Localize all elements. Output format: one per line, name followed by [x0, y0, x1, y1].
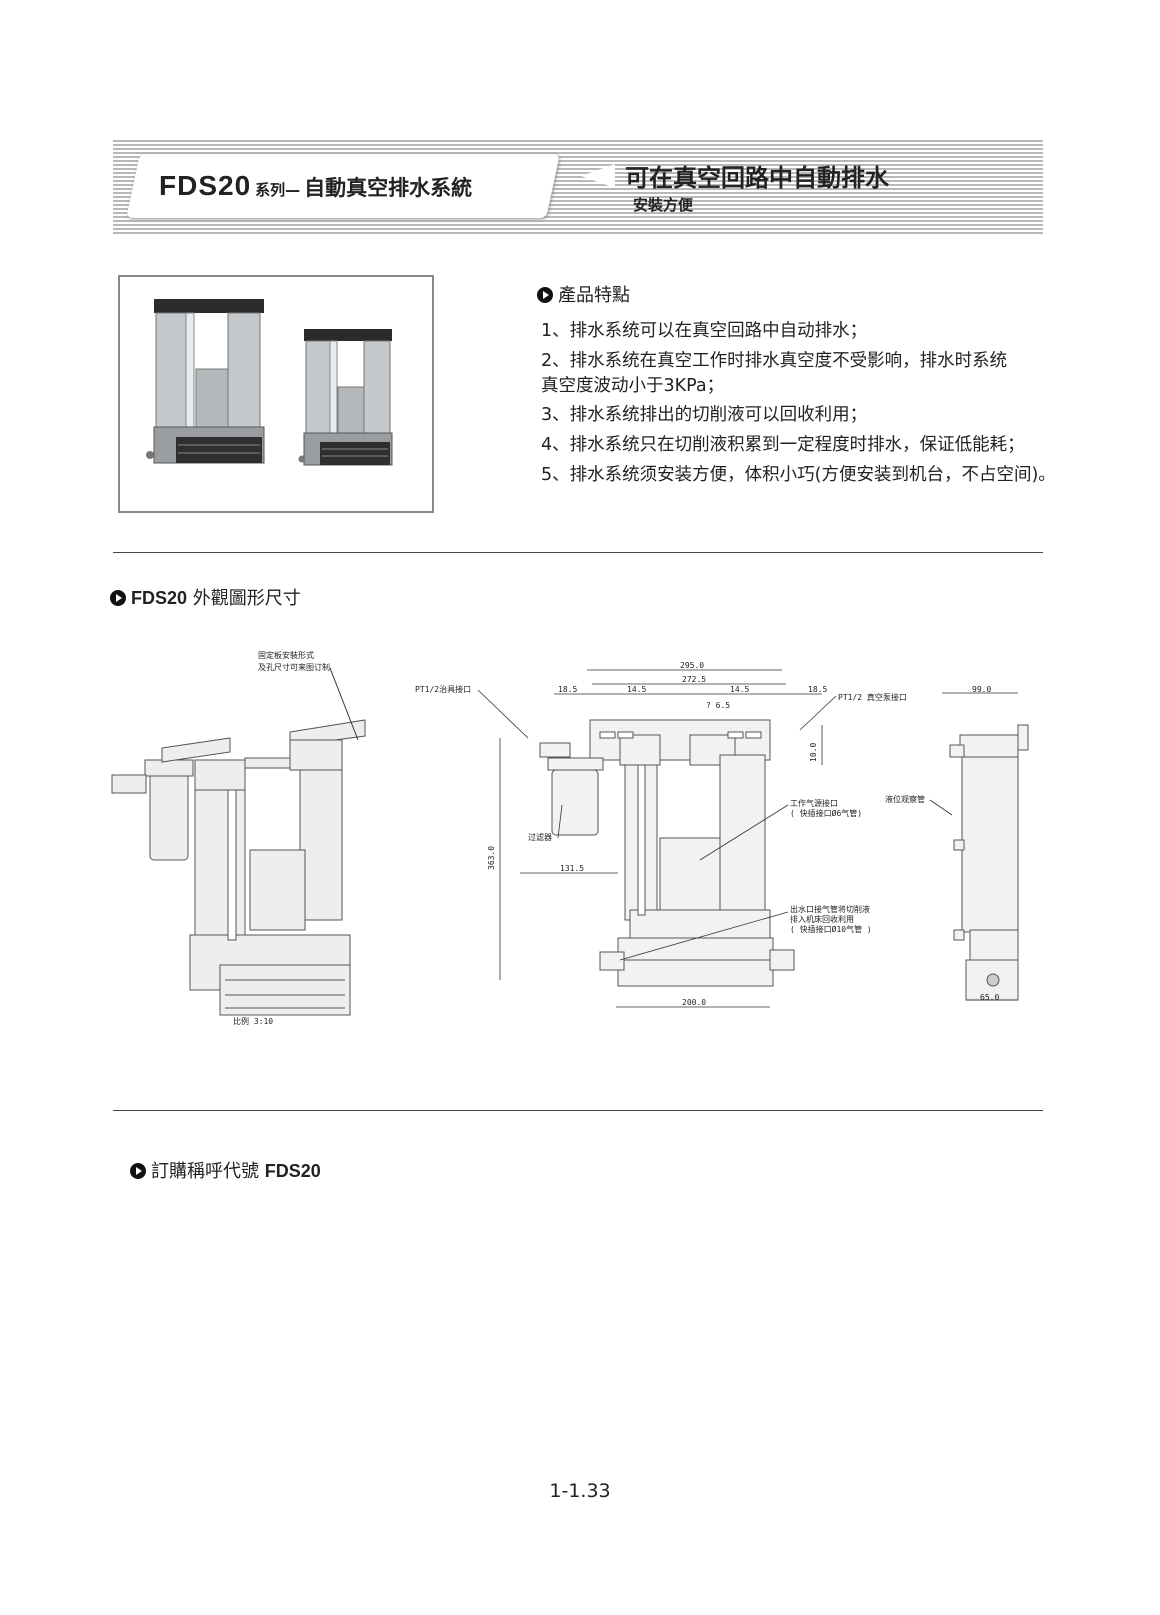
dim-363: 363.0	[487, 846, 496, 870]
play-circle-icon	[110, 590, 126, 606]
dim-65: 65.0	[980, 993, 999, 1002]
front-view	[539, 719, 795, 987]
dim-10: 10.0	[809, 743, 818, 762]
front-dimension-lines	[499, 669, 823, 1008]
ordering-title-text: 訂購稱呼代號	[151, 1161, 259, 1182]
ordering-title: 訂購稱呼代號 FDS20	[130, 1157, 321, 1183]
play-circle-icon	[130, 1163, 146, 1179]
page-number: 1-1.33	[549, 1480, 611, 1502]
product-photo-illustration	[146, 299, 393, 466]
section-divider	[113, 552, 1043, 553]
note-outlet-1: 出水口接气管将切削液	[790, 904, 870, 914]
feature-item: 1、排水系统可以在真空回路中自动排水；	[541, 321, 868, 341]
dim-131: 131.5	[560, 864, 584, 873]
note-scale: 比例 3:10	[233, 1016, 273, 1026]
note-vac-port: PT1/2 真空泵接口	[838, 692, 907, 702]
banner-model: FDS20	[159, 170, 252, 201]
dim-14-left: 14.5	[627, 685, 646, 694]
banner-arrow-icon	[581, 164, 615, 188]
note-mount-1: 固定板安裝形式	[258, 650, 314, 660]
front-dimension-values: 295.0 272.5 18.5 14.5 14.5 18.5 ? 6.5 10…	[415, 661, 925, 1007]
dimensions-title: FDS20 外觀圖形尺寸	[110, 584, 301, 610]
product-photo	[118, 275, 434, 513]
dimensions-title-text: 外觀圖形尺寸	[192, 588, 301, 609]
note-filter: 过滤器	[528, 832, 552, 842]
feature-item: 5、排水系统须安装方便，体积小巧(方便安装到机台，不占空间)。	[541, 465, 1056, 485]
feature-item: 真空度波动小于3KPa；	[541, 376, 725, 396]
dim-99: 99.0	[972, 685, 991, 694]
features-title-text: 產品特點	[558, 285, 630, 306]
dimensions-title-model: FDS20	[131, 588, 188, 608]
feature-item: 4、排水系统只在切削液积累到一定程度时排水，保证低能耗；	[541, 435, 1025, 455]
side-view	[949, 724, 1029, 1001]
leader-lines	[477, 689, 953, 961]
note-air-port-1: 工作气源接口	[790, 798, 838, 808]
dimension-drawing: 固定板安裝形式 及孔尺寸可来图订制 比例 3:10 295.0 272.	[111, 650, 1029, 1026]
dim-272: 272.5	[682, 675, 706, 684]
banner-series: 系列—	[255, 181, 301, 199]
play-circle-icon	[537, 287, 553, 303]
note-level: 液位观察管	[885, 794, 925, 804]
dim-18-right: 18.5	[808, 685, 827, 694]
feature-item: 3、排水系统排出的切削液可以回收利用；	[541, 405, 868, 425]
banner-desc: 自動真空排水系統	[304, 176, 473, 200]
note-outlet-3: ( 快插接口Ø10气管 )	[790, 924, 872, 934]
note-air-port-2: ( 快插接口Ø6气管)	[790, 808, 862, 818]
features-title: 產品特點	[537, 281, 630, 307]
banner-subline: 安裝方便	[633, 196, 694, 214]
note-outlet-2: 排入机床回收利用	[790, 914, 854, 924]
note-mount-2: 及孔尺寸可来图订制	[258, 662, 330, 672]
dim-6-5: ? 6.5	[706, 701, 730, 710]
dim-295: 295.0	[680, 661, 704, 670]
note-jig-port: PT1/2治具接口	[415, 684, 471, 694]
iso-view	[111, 719, 366, 1016]
dim-200: 200.0	[682, 998, 706, 1007]
section-divider	[113, 1110, 1043, 1111]
banner-headline: 可在真空回路中自動排水	[625, 164, 889, 192]
dim-18-left: 18.5	[558, 685, 577, 694]
dim-14-right: 14.5	[730, 685, 749, 694]
ordering-title-model: FDS20	[264, 1161, 321, 1181]
feature-item: 2、排水系统在真空工作时排水真空度不受影响，排水时系统	[541, 351, 1008, 371]
